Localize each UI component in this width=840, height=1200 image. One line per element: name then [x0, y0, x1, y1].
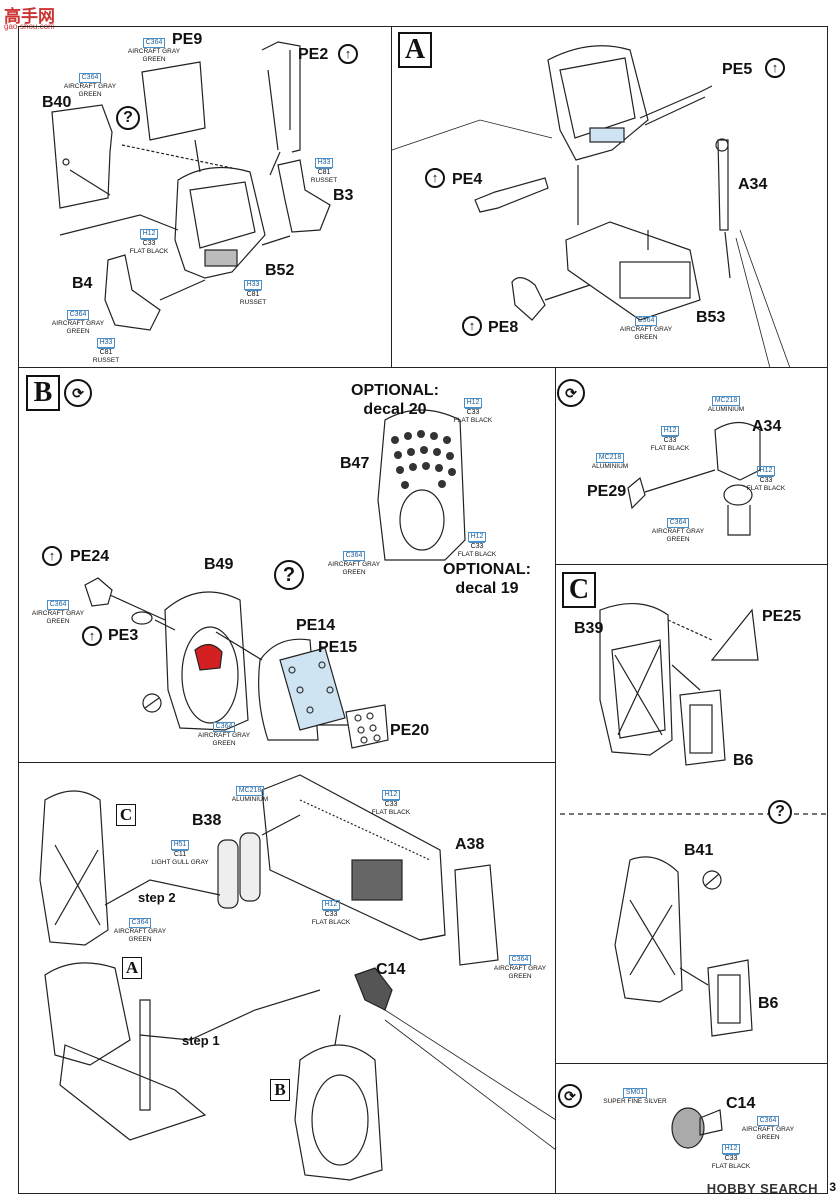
question-icon-b40: ?: [116, 106, 140, 130]
part-label-b4: B4: [72, 275, 93, 292]
assembly-ref-b: B: [270, 1079, 290, 1101]
pe2-bend-icon: ↑: [338, 44, 358, 64]
part-label-b41: B41: [684, 842, 714, 859]
part-label-a34-detail: A34: [752, 418, 782, 435]
part-label-pe3: PE3: [108, 627, 139, 644]
part-label-b6-top: B6: [733, 752, 754, 769]
question-icon-b49: ?: [274, 560, 304, 590]
hobby-search-watermark: HOBBY SEARCH: [706, 1181, 818, 1196]
part-label-pe2: PE2: [298, 46, 329, 63]
svg-text:⟳: ⟳: [564, 1088, 576, 1104]
part-label-pe9: PE9: [172, 31, 203, 48]
part-label-pe5: PE5: [722, 61, 753, 78]
step-2-label: step 2: [138, 890, 176, 905]
part-label-b38: B38: [192, 812, 222, 829]
pe4-bend-icon: ↑: [425, 168, 445, 188]
optional-decal-19: OPTIONAL:decal 19: [443, 561, 531, 597]
step-1-label: step 1: [182, 1033, 220, 1048]
part-label-c14: C14: [376, 961, 406, 978]
part-label-b53: B53: [696, 309, 726, 326]
svg-text:⟳: ⟳: [565, 385, 577, 401]
part-label-pe15: PE15: [318, 639, 358, 656]
section-b-box: B: [26, 375, 60, 411]
watermark-logo: 高手网: [4, 7, 55, 26]
svg-text:⟳: ⟳: [72, 385, 84, 401]
assembly-ref-a: A: [122, 957, 142, 979]
panel-c14-detail: [555, 1063, 828, 1194]
part-label-pe24: PE24: [70, 548, 110, 565]
part-label-pe4: PE4: [452, 171, 483, 188]
part-label-b47: B47: [340, 455, 370, 472]
part-label-pe29: PE29: [587, 483, 627, 500]
part-label-b39: B39: [574, 620, 604, 637]
pe5-bend-icon: ↑: [765, 58, 785, 78]
part-label-b6-bottom: B6: [758, 995, 779, 1012]
part-label-b49: B49: [204, 556, 234, 573]
pe3-bend-icon: ↑: [82, 626, 102, 646]
part-label-a34: A34: [738, 176, 768, 193]
section-a-box: A: [398, 32, 432, 68]
pe8-bend-icon: ↑: [462, 316, 482, 336]
part-label-pe8: PE8: [488, 319, 519, 336]
section-c-box: C: [562, 572, 596, 608]
pe24-bend-icon: ↑: [42, 546, 62, 566]
part-label-b52: B52: [265, 262, 295, 279]
part-label-b40: B40: [42, 94, 72, 111]
page-number: 3: [829, 1180, 836, 1194]
panel-bottom-left: [18, 762, 556, 1194]
part-label-c14-detail: C14: [726, 1095, 756, 1112]
part-label-pe14: PE14: [296, 617, 336, 634]
part-label-a38: A38: [455, 836, 485, 853]
part-label-pe25: PE25: [762, 608, 802, 625]
part-label-b3: B3: [333, 187, 354, 204]
optional-decal-20: OPTIONAL:decal 20: [351, 382, 439, 418]
part-label-pe20: PE20: [390, 722, 430, 739]
question-icon-b41: ?: [768, 800, 792, 824]
assembly-ref-c: C: [116, 804, 136, 826]
